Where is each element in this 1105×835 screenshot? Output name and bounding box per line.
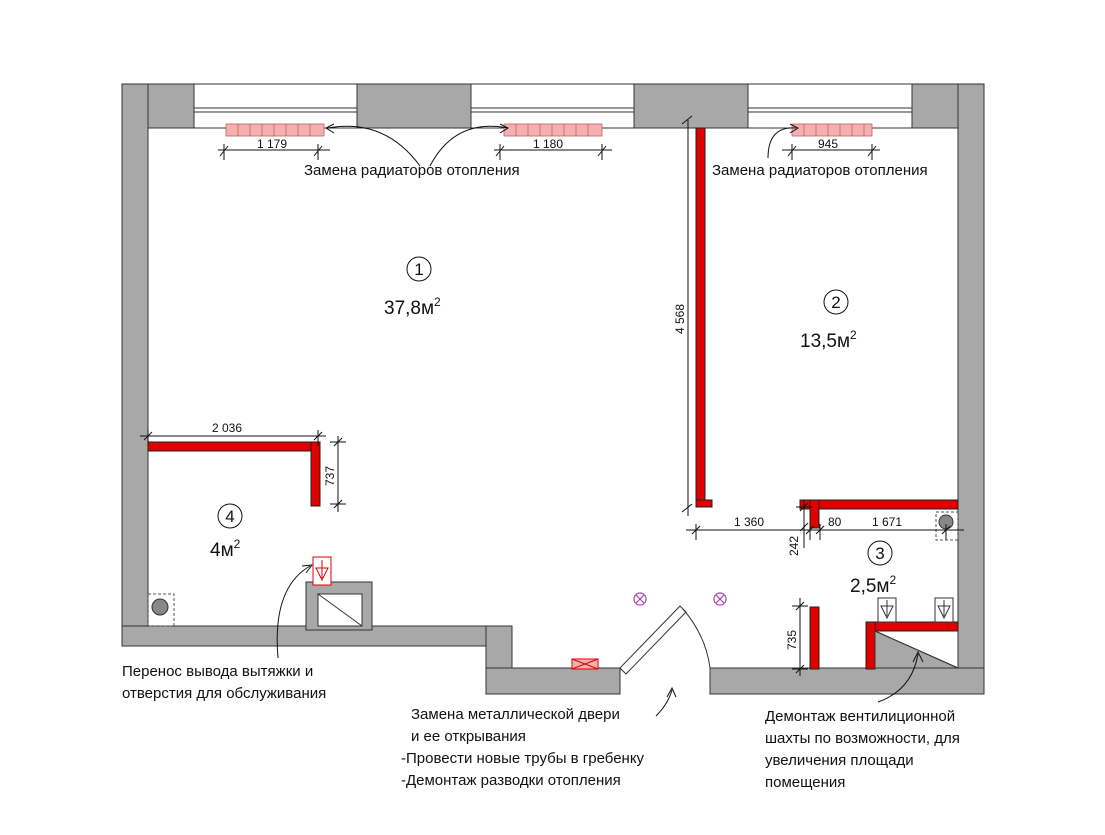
outer-walls xyxy=(121,83,985,695)
svg-text:3: 3 xyxy=(875,544,884,563)
svg-text:13,5м2: 13,5м2 xyxy=(800,328,857,352)
note-door-1: Замена металлической двери xyxy=(411,706,620,723)
wall-entrance-left xyxy=(485,667,621,695)
shaft-wall-left xyxy=(865,621,876,670)
room-4: 4 4м2 xyxy=(210,503,243,561)
radiator-2 xyxy=(503,123,603,137)
corridor-wall xyxy=(799,499,959,510)
dim-kitchen-width: 2 036 xyxy=(212,421,242,435)
dim-corr1: 1 360 xyxy=(734,515,764,529)
radiators xyxy=(225,123,873,137)
leader-arrows xyxy=(276,123,924,717)
fixtures xyxy=(147,511,959,670)
dim-corr2: 80 xyxy=(828,515,842,529)
svg-text:4м2: 4м2 xyxy=(210,537,241,561)
entrance-door xyxy=(619,605,711,675)
note-door-3: -Провести новые трубы в гребенку xyxy=(401,750,645,767)
bath-wall xyxy=(809,606,820,670)
vent-icon-1 xyxy=(877,597,897,623)
note-shaft-1: Демонтаж вентилиционной xyxy=(765,708,955,725)
riser-left xyxy=(147,593,175,627)
note-shaft-2: шахты по возможности, для xyxy=(765,730,960,747)
window-1 xyxy=(193,83,358,129)
corridor-wall-stub xyxy=(809,499,820,529)
note-radiators-right: Замена радиаторов отопления xyxy=(712,162,928,179)
dim-rad2: 1 180 xyxy=(533,137,563,151)
dim-wall-height: 4 568 xyxy=(673,304,687,334)
wall-right xyxy=(957,83,985,695)
note-shaft-4: помещения xyxy=(765,774,845,791)
exhaust-icon xyxy=(312,556,332,586)
wall-left xyxy=(121,83,149,647)
window-2 xyxy=(470,83,635,129)
svg-text:37,8м2: 37,8м2 xyxy=(384,295,441,319)
vent-icon-2 xyxy=(934,597,954,623)
dimension-texts: 1 179 1 180 945 4 568 2 036 737 1 360 80… xyxy=(212,137,902,650)
dimension-lines xyxy=(140,115,964,676)
riser-right xyxy=(935,511,959,541)
radiator-1 xyxy=(225,123,325,137)
note-door-4: -Демонтаж разводки отопления xyxy=(401,772,621,789)
wall-bottom-left xyxy=(121,625,489,647)
dim-kitchen-depth: 737 xyxy=(323,466,337,486)
new-walls xyxy=(147,127,959,670)
dim-rad1: 1 179 xyxy=(257,137,287,151)
dim-corr-h: 242 xyxy=(787,536,801,556)
room-1: 1 37,8м2 xyxy=(384,256,441,319)
dim-corr3: 1 671 xyxy=(872,515,902,529)
light-icon-2 xyxy=(713,592,727,606)
wall-bottom-right xyxy=(709,667,985,695)
svg-text:1: 1 xyxy=(414,260,423,279)
shaft-wall-top xyxy=(865,621,959,632)
vent-shaft-left xyxy=(317,593,363,627)
svg-text:2: 2 xyxy=(831,293,840,312)
vent-shaft-right xyxy=(874,630,959,669)
window-3 xyxy=(747,83,913,129)
light-icon-1 xyxy=(633,592,647,606)
svg-text:2,5м2: 2,5м2 xyxy=(850,573,896,597)
windows xyxy=(193,83,913,129)
note-radiators-left: Замена радиаторов отопления xyxy=(304,162,520,179)
room-3: 3 2,5м2 xyxy=(850,540,896,597)
radiator-3 xyxy=(791,123,873,137)
room-2: 2 13,5м2 xyxy=(800,289,857,352)
annotations: Замена радиаторов отопления Замена радиа… xyxy=(122,162,960,791)
kitchen-wall-vertical xyxy=(310,441,321,507)
heater-icon xyxy=(571,658,599,670)
partition-vertical xyxy=(695,127,706,507)
wall-top-mid2 xyxy=(633,83,749,129)
dim-bath-h: 735 xyxy=(785,630,799,650)
partition-foot xyxy=(695,499,713,508)
dim-rad3: 945 xyxy=(818,137,838,151)
note-shaft-3: увеличения площади xyxy=(765,752,914,769)
note-door-2: и ее открывания xyxy=(411,728,526,745)
note-exhaust-1: Перенос вывода вытяжки и xyxy=(122,663,313,680)
note-exhaust-2: отверстия для обслуживания xyxy=(122,685,326,702)
kitchen-wall-horizontal xyxy=(147,441,321,452)
wall-top-mid xyxy=(356,83,472,129)
svg-text:4: 4 xyxy=(225,507,234,526)
